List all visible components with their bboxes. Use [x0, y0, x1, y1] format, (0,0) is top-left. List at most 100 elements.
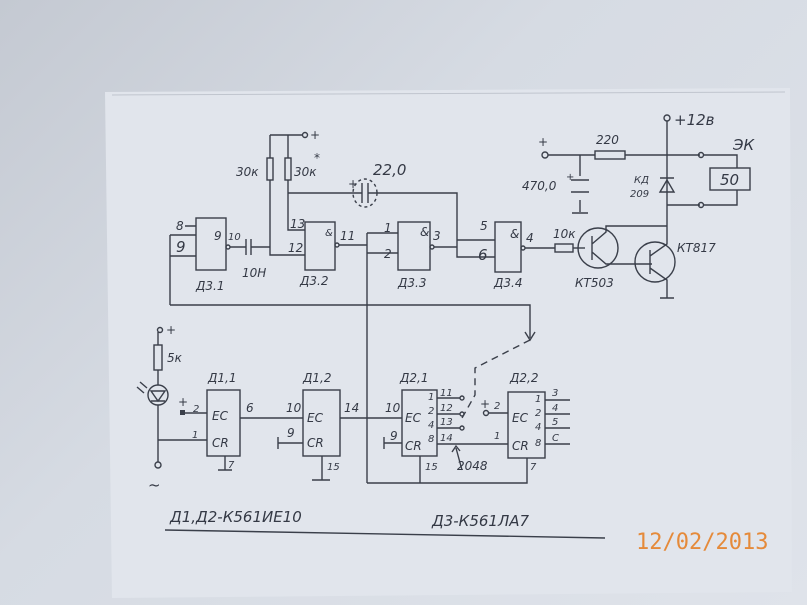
schematic-label: 2048 — [457, 459, 488, 473]
schematic-label: 8 — [428, 434, 434, 445]
schematic-label: CR — [405, 439, 422, 453]
schematic-label: КД — [634, 175, 649, 186]
capacitor-22uf: 22,0 + — [348, 161, 458, 240]
schematic-label: 9 — [390, 429, 398, 443]
schematic-label: 13 — [290, 217, 305, 231]
schematic-label: 12 — [440, 403, 453, 414]
resistors-30k: + 30к 30к * — [236, 128, 358, 256]
counter-d1-1: + 2 1 EC CR 6 7 Д1,1 — [178, 371, 303, 471]
feedback-line — [170, 304, 536, 419]
schematic-label: Д1,1 — [207, 371, 236, 385]
schematic-label: 4 — [526, 231, 534, 245]
schematic-label: 2 — [535, 408, 541, 419]
schematic-label: * — [314, 151, 320, 165]
schematic-label: 11 — [340, 229, 355, 243]
gate-d3-4: 5 6 & 4 10к Д3.4 — [478, 219, 585, 290]
schematic-label: 1 — [535, 394, 541, 405]
schematic-label: 5 — [552, 417, 558, 428]
schematic-label: КТ503 — [575, 276, 614, 290]
schematic-label: + — [348, 177, 358, 191]
schematic-label: & — [325, 228, 333, 239]
schematic-label: Д1,2 — [302, 371, 331, 385]
schematic-label: 10 — [286, 401, 302, 415]
schematic-label: CR — [512, 439, 529, 453]
schematic-label: 4 — [535, 422, 541, 433]
counter-d2-1: 10 9 EC CR 1 2 4 8 11 12 13 14 15 Д2,1 2… — [367, 371, 528, 484]
schematic-label: & — [420, 225, 429, 239]
schematic-label: C — [552, 433, 559, 444]
note-d1-d2: Д1,Д2-К561ИЕ10 — [169, 508, 302, 526]
counter-d1-2: 10 9 EC CR 14 15 Д1,2 — [277, 371, 402, 481]
counter-d2-2: + 2 1 EC CR 1 2 4 8 3 4 5 C 7 Д2,2 — [480, 371, 570, 473]
paper-border — [111, 91, 786, 96]
schematic-label: 10Н — [242, 266, 266, 280]
schematic-label: EC — [212, 409, 229, 423]
schematic-label: CR — [307, 436, 324, 450]
schematic-label: 13 — [440, 417, 453, 428]
schematic-label: + — [166, 323, 176, 337]
schematic-label: 14 — [344, 401, 359, 415]
schematic-label: & — [510, 227, 519, 241]
photo-input: + 5к ~ — [136, 323, 207, 494]
schematic-label: 8 — [535, 438, 541, 449]
gate-d3-3: 1 2 & 3 Д3.3 — [366, 221, 495, 483]
schematic-label: EC — [512, 411, 529, 425]
schematic-label: 9 — [176, 238, 186, 256]
schematic-label: 1 — [192, 430, 198, 441]
schematic-label: 15 — [425, 462, 438, 473]
schematic-label: 10 — [228, 232, 241, 243]
schematic-label: КТ817 — [677, 241, 716, 255]
schematic-label: 4 — [428, 420, 434, 431]
schematic-label: + — [310, 128, 320, 142]
schematic-label: 9 — [287, 426, 295, 440]
schematic-label: 3 — [433, 229, 441, 243]
schematic-label: Д3.2 — [299, 274, 328, 288]
schematic-label: 2 — [428, 406, 434, 417]
schematic-label: 5к — [167, 351, 183, 365]
note-d3: Д3-К561ЛА7 — [431, 512, 529, 530]
power-relay-section: + 220 470,0 + +12в КД 209 50 ЭК — [522, 111, 755, 226]
schematic-label: CR — [212, 436, 229, 450]
schematic-label: 7 — [228, 460, 235, 471]
schematic-label: 209 — [630, 189, 649, 200]
schematic-label: 12 — [288, 241, 303, 255]
schematic-label: 30к — [236, 165, 259, 179]
schematic-label: 8 — [176, 219, 184, 233]
transistor-kt817: КТ817 — [634, 226, 716, 299]
schematic-label: EC — [307, 411, 324, 425]
schematic-label: + — [480, 397, 490, 411]
schematic-label: 10 — [385, 401, 401, 415]
schematic-label: Д3.4 — [493, 276, 522, 290]
schematic-label: 30к — [294, 165, 317, 179]
schematic-label: 4 — [552, 403, 558, 414]
schematic-label: ЭК — [732, 136, 755, 154]
schematic-label: 10к — [553, 227, 576, 241]
schematic-label: 1 — [428, 392, 434, 403]
schematic-label: + — [178, 395, 188, 409]
schematic-label: 2 — [193, 404, 199, 415]
schematic-label: 470,0 — [522, 179, 557, 193]
schematic-label: Д2,1 — [399, 371, 428, 385]
schematic-label: 2 — [384, 247, 392, 261]
schematic-label: 7 — [530, 462, 537, 473]
schematic-label: Д3.1 — [195, 279, 224, 293]
transistor-kt503: КТ503 — [575, 225, 667, 290]
schematic-label: 6 — [478, 246, 488, 264]
schematic-label: 6 — [246, 401, 254, 415]
part-notes: Д1,Д2-К561ИЕ10 Д3-К561ЛА7 — [164, 508, 606, 539]
schematic-label: 50 — [720, 171, 739, 189]
schematic-label: 220 — [596, 133, 619, 147]
gate-d3-1: 8 9 9 10 10Н Д3.1 — [169, 217, 270, 305]
schematic-label: 1 — [384, 221, 392, 235]
schematic-label: ~ — [148, 476, 161, 494]
schematic-label: 2 — [494, 401, 500, 412]
paper-sheet — [105, 88, 792, 598]
schematic-label: 3 — [552, 388, 558, 399]
schematic-label: 1 — [494, 431, 500, 442]
schematic-label: 5 — [480, 219, 488, 233]
schematic-label: 9 — [214, 229, 222, 243]
schematic-label: EC — [405, 411, 422, 425]
schematic-label: + — [566, 172, 574, 183]
